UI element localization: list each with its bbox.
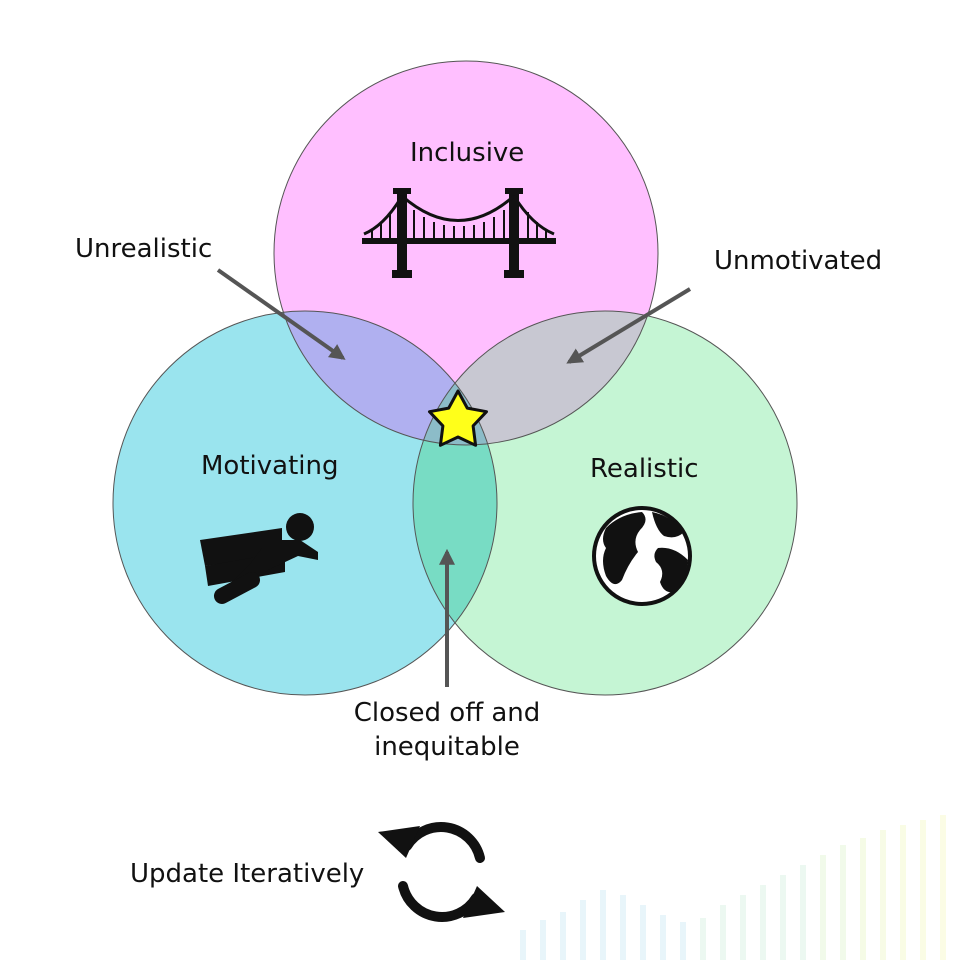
realistic-label: Realistic bbox=[590, 454, 699, 484]
unmotivated-label: Unmotivated bbox=[714, 246, 883, 276]
closed-off-label-line1: Closed off and bbox=[353, 698, 541, 728]
unmotivated-arrow bbox=[566, 287, 692, 364]
globe-icon bbox=[592, 506, 692, 606]
unrealistic-label: Unrealistic bbox=[75, 234, 213, 264]
bridge-icon bbox=[362, 188, 556, 278]
unrealistic-arrow bbox=[216, 268, 346, 360]
inclusive-label: Inclusive bbox=[410, 138, 525, 168]
closed-off-label-line2: inequitable bbox=[374, 732, 520, 762]
circle-outlines bbox=[112, 60, 798, 696]
unmotivated-overlap bbox=[413, 311, 658, 445]
motivating-label: Motivating bbox=[201, 451, 339, 481]
refresh-cycle-icon bbox=[378, 822, 505, 922]
update-iteratively-label: Update Iteratively bbox=[130, 859, 365, 889]
annotation-arrows bbox=[216, 268, 692, 687]
decorative-bars bbox=[520, 815, 946, 960]
flying-person-icon bbox=[200, 513, 318, 604]
unrealistic-overlap bbox=[274, 311, 497, 445]
star-icon bbox=[428, 389, 488, 447]
